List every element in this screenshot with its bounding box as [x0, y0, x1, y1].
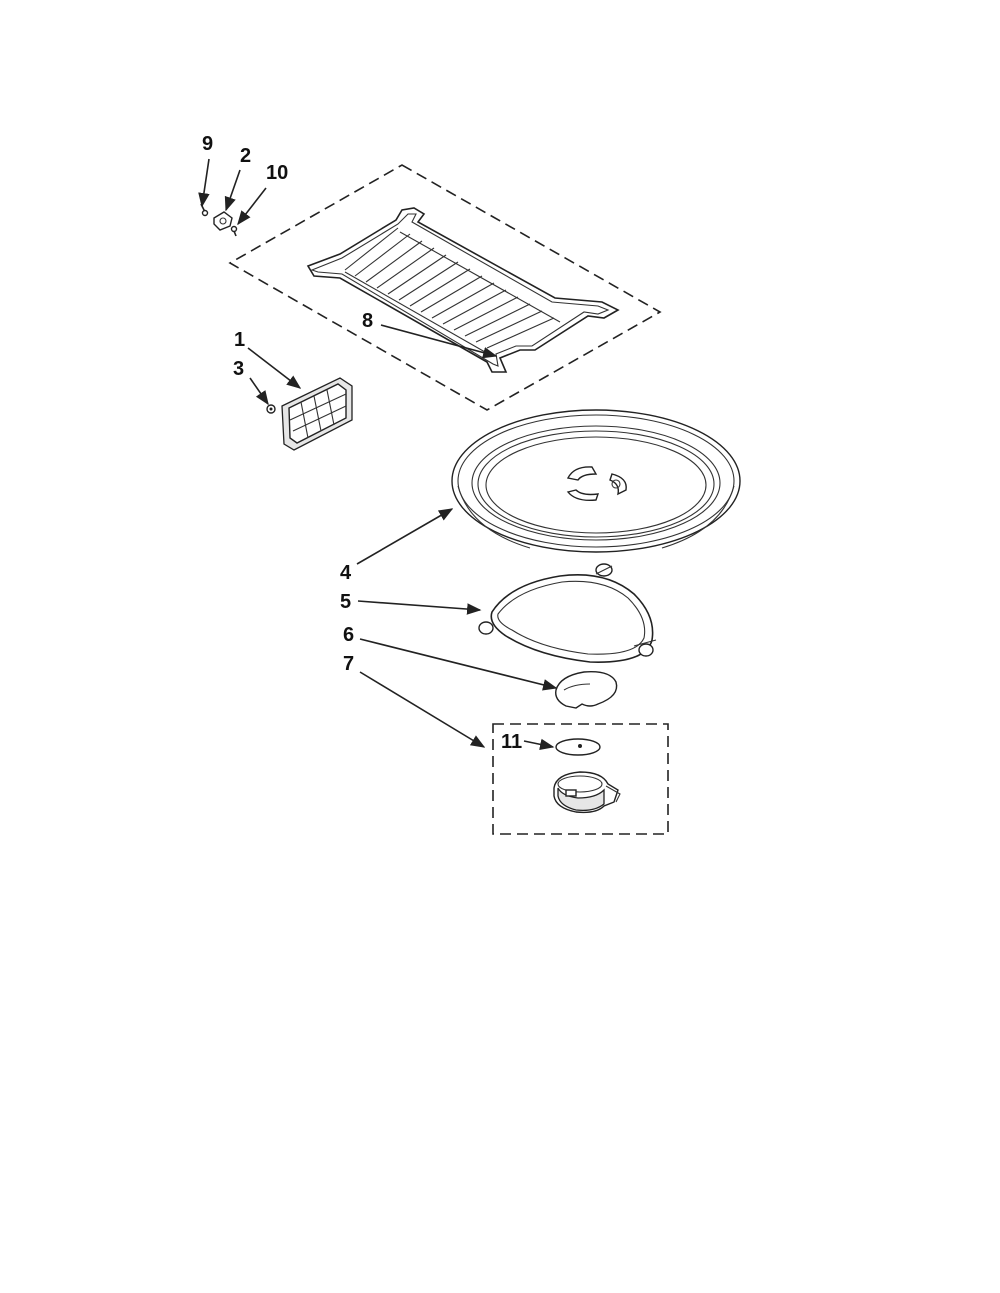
callout-1: 1	[234, 329, 245, 351]
callout-6: 6	[343, 624, 354, 646]
motor-disc	[555, 738, 601, 756]
turntable-motor	[553, 771, 621, 814]
callout-7: 7	[343, 653, 354, 675]
roller-ring	[478, 563, 657, 663]
callout-3: 3	[233, 358, 244, 380]
clip-2	[213, 211, 233, 231]
callout-5: 5	[340, 591, 351, 613]
callout-11: 11	[501, 731, 522, 753]
callout-4: 4	[340, 562, 352, 584]
grease-filter	[281, 377, 353, 451]
rack-group-box	[228, 164, 662, 411]
callout-8: 8	[362, 310, 373, 332]
motor-group-box	[492, 723, 669, 835]
callout-10: 10	[266, 162, 288, 184]
screw-3	[266, 404, 276, 414]
leader-lines	[198, 158, 558, 751]
screw-10	[230, 225, 238, 237]
callout-9: 9	[202, 133, 213, 155]
coupler	[555, 671, 618, 709]
wire-rack	[306, 207, 620, 373]
turntable-tray	[451, 409, 741, 553]
callout-2: 2	[240, 145, 251, 167]
